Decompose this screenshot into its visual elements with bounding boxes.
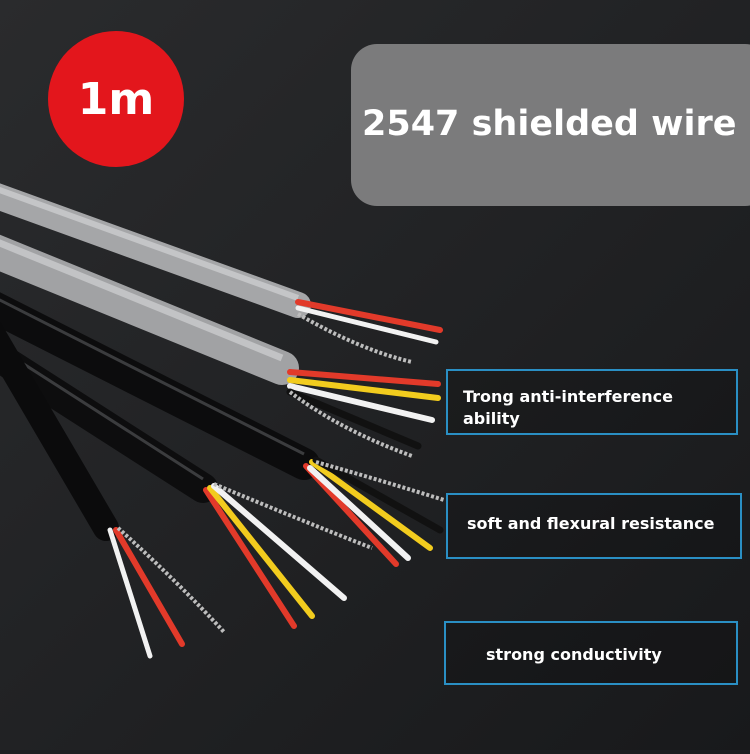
length-badge-label: 1m xyxy=(77,73,155,125)
length-badge: 1m xyxy=(48,31,184,167)
feature-label: strong conductivity xyxy=(486,645,662,664)
title-panel xyxy=(351,44,750,206)
grey-cable-1 xyxy=(0,183,443,364)
feature-box-conductivity: strong conductivity xyxy=(444,621,738,685)
black-cable-3 xyxy=(0,292,445,567)
feature-label: soft and flexural resistance xyxy=(467,514,715,533)
product-title: 2547 shielded wire xyxy=(362,104,737,144)
feature-box-anti-interference: Trong anti-interference ability xyxy=(446,369,738,435)
feature-label: Trong anti-interference ability xyxy=(463,387,673,428)
grey-cable-2 xyxy=(0,234,441,458)
feature-box-flexural-resistance: soft and flexural resistance xyxy=(446,493,742,559)
black-cable-5 xyxy=(0,321,226,659)
